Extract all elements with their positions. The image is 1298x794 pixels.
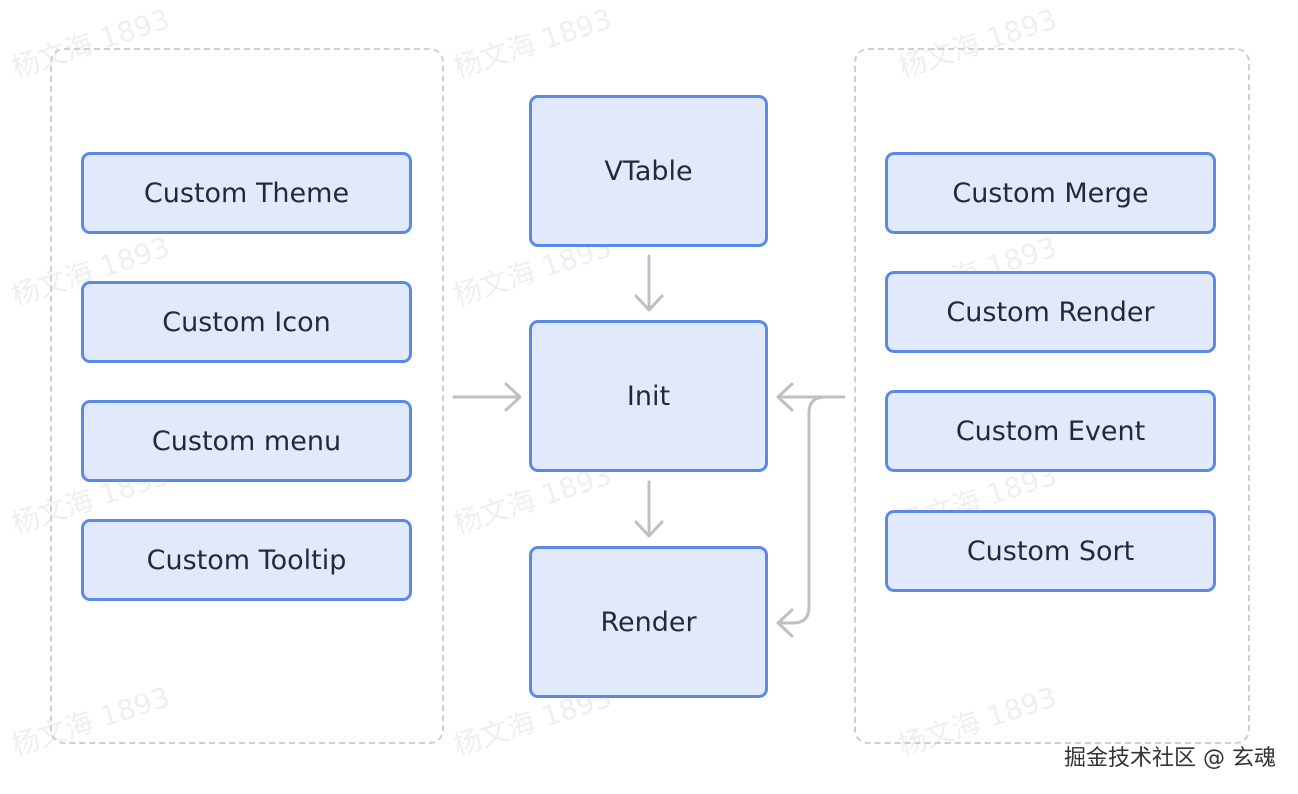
custom-merge-node: Custom Merge bbox=[885, 152, 1216, 234]
left-customization-group bbox=[50, 48, 444, 744]
arrow-init-to-render bbox=[634, 480, 664, 538]
vtable-node: VTable bbox=[529, 95, 768, 247]
arrow-left-group-to-init bbox=[452, 382, 522, 412]
arrow-right-group-to-init bbox=[776, 382, 846, 412]
render-node: Render bbox=[529, 546, 768, 698]
custom-tooltip-node: Custom Tooltip bbox=[81, 519, 412, 601]
custom-icon-node: Custom Icon bbox=[81, 281, 412, 363]
custom-render-node: Custom Render bbox=[885, 271, 1216, 353]
custom-event-node: Custom Event bbox=[885, 390, 1216, 472]
init-node: Init bbox=[529, 320, 768, 472]
arrow-right-group-to-render bbox=[776, 395, 827, 638]
right-customization-group bbox=[854, 48, 1250, 744]
custom-sort-node: Custom Sort bbox=[885, 510, 1216, 592]
arrow-vtable-to-init bbox=[634, 254, 664, 312]
source-credit: 掘金技术社区 @ 玄魂 bbox=[1064, 746, 1276, 771]
custom-menu-node: Custom menu bbox=[81, 400, 412, 482]
custom-theme-node: Custom Theme bbox=[81, 152, 412, 234]
